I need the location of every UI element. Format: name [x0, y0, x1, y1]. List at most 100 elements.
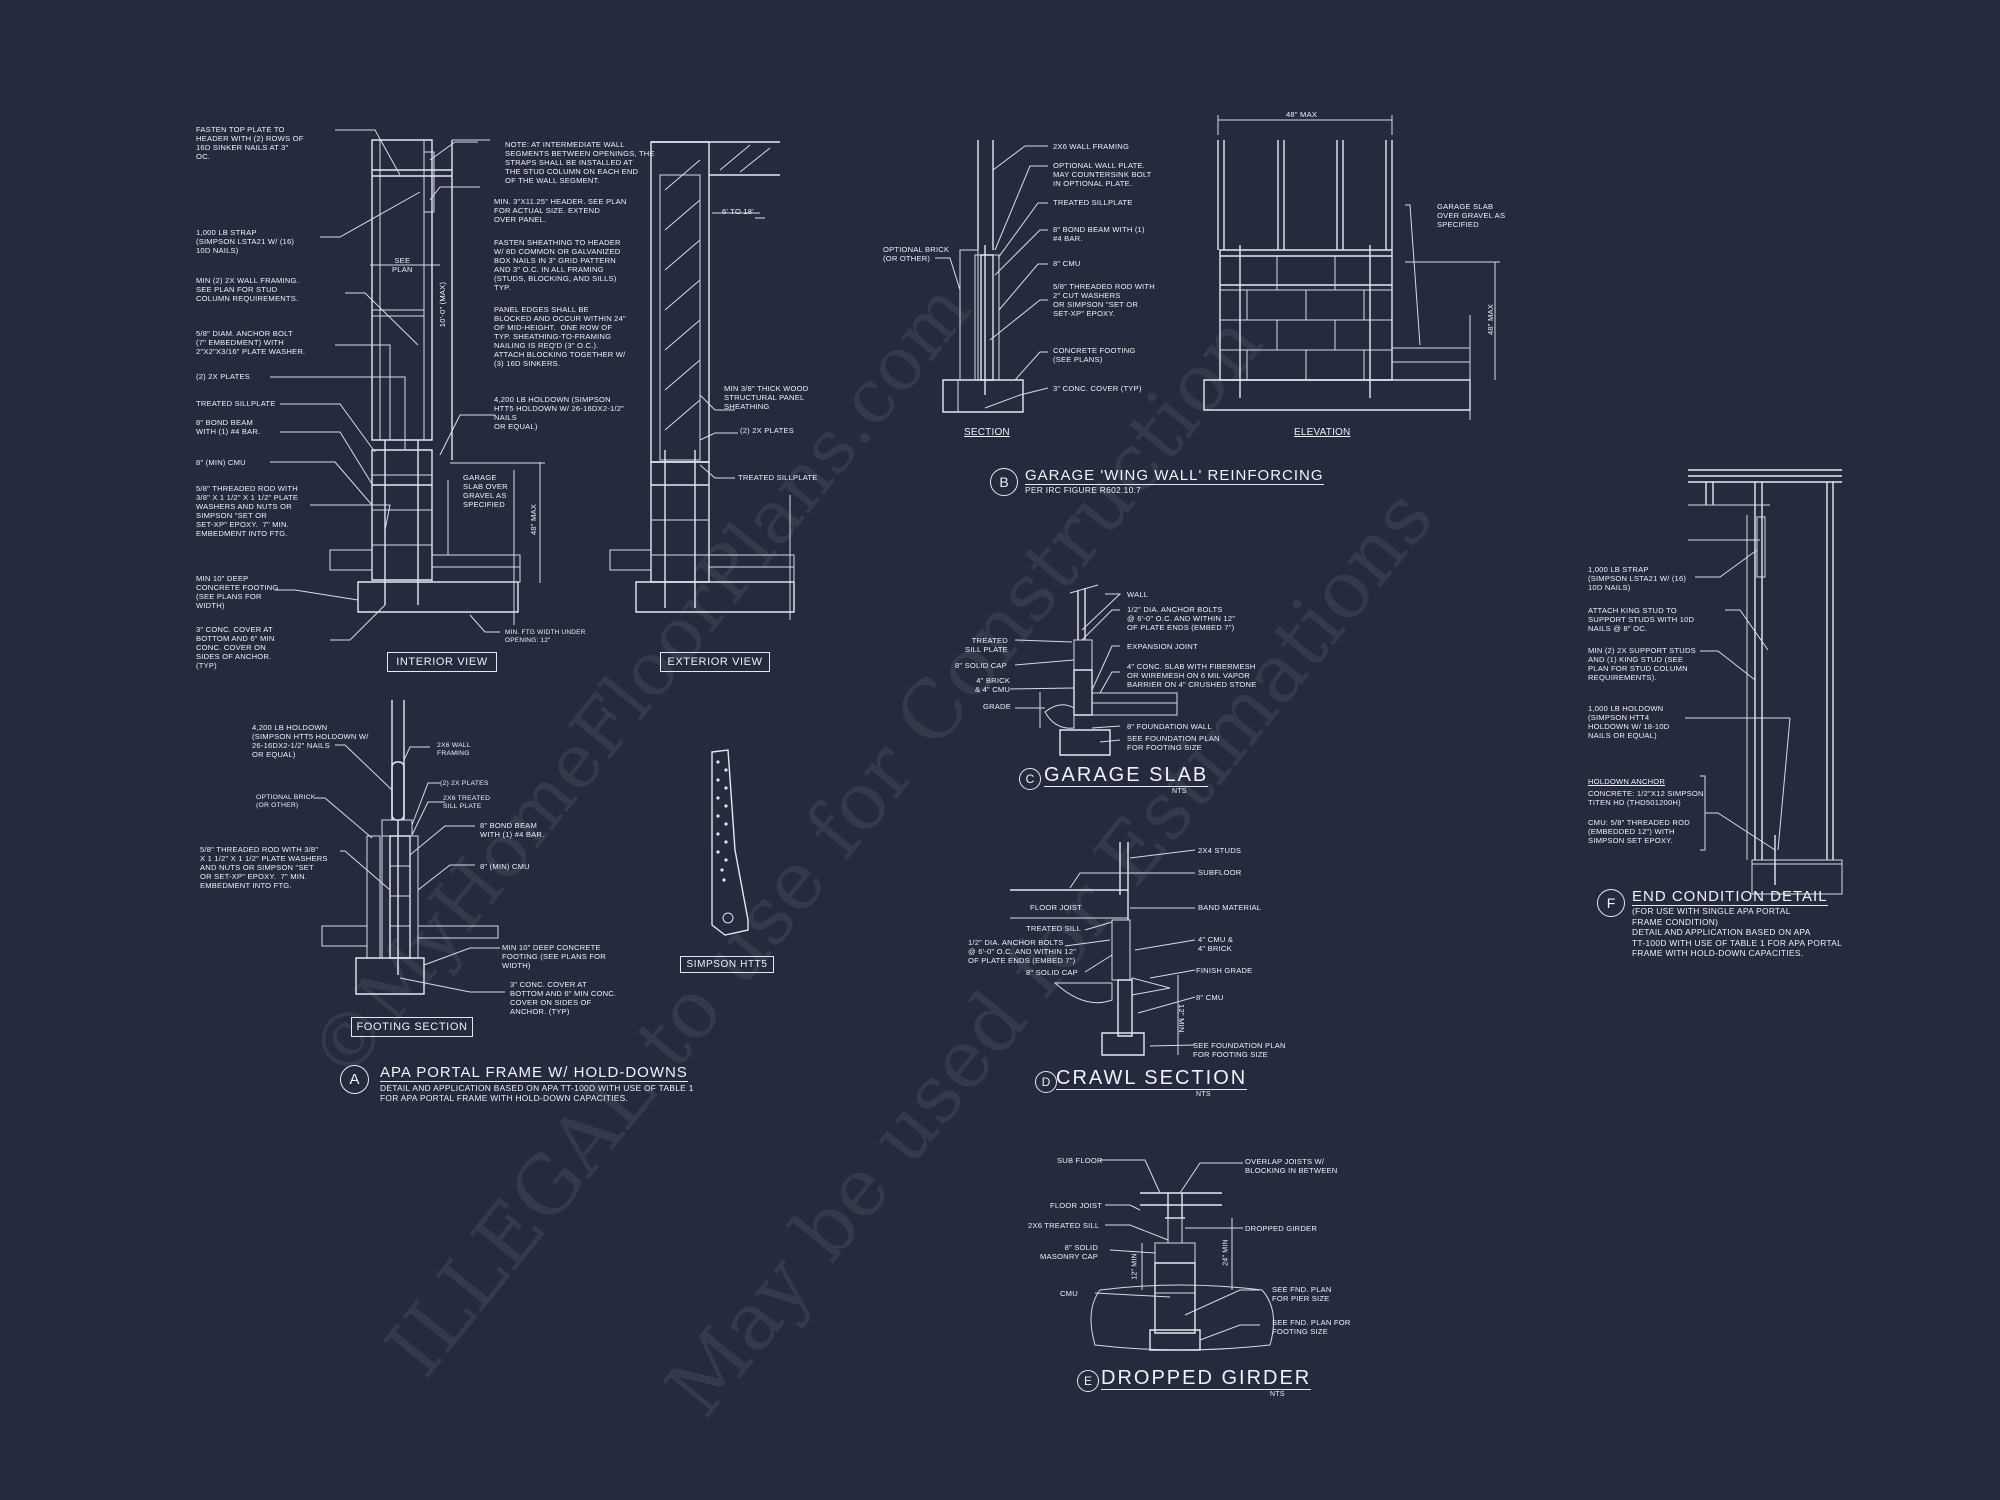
- note-b-cover: 3" CONC. COVER (TYP): [1053, 384, 1142, 393]
- interior-view-drawing: [270, 130, 545, 640]
- detail-f-title: END CONDITION DETAIL: [1632, 888, 1828, 906]
- dimension-10ft-max: 10'-0" (MAX): [438, 281, 448, 328]
- end-condition-drawing: [1685, 470, 1842, 894]
- note-c-grade: GRADE: [983, 702, 1012, 711]
- note-e-cmu: CMU: [1060, 1289, 1078, 1298]
- exterior-view-label: EXTERIOR VIEW: [660, 652, 770, 672]
- note-c-expansion-joint: EXPANSION JOINT: [1127, 642, 1198, 651]
- note-fs-bond-beam: 8" BOND BEAM WITH (1) #4 BAR.: [480, 821, 545, 839]
- note-d-cmu: 8" CMU: [1196, 993, 1224, 1002]
- detail-e-title: DROPPED GIRDER: [1101, 1367, 1312, 1390]
- note-fs-plates: (2) 2x PLATES: [440, 780, 489, 787]
- note-bond-beam: 8" BOND BEAM WITH (1) #4 BAR.: [196, 418, 261, 436]
- detail-c-title: GARAGE SLAB: [1044, 764, 1209, 787]
- note-e-pier: SEE FND. PLAN FOR PIER SIZE: [1272, 1285, 1332, 1303]
- note-header: MIN. 3"x11.25" HEADER. SEE PLAN FOR ACTU…: [494, 197, 627, 224]
- note-d-treated-sill: TREATED SILL: [1026, 924, 1082, 933]
- note-fs-wall-framing: 2x6 WALL FRAMING: [437, 742, 471, 757]
- simpson-htt5-label: SIMPSON HTT5: [680, 956, 774, 973]
- note-b-optional-brick: OPTIONAL BRICK (OR OTHER): [883, 245, 950, 263]
- detail-d-scale: NTS: [1196, 1091, 1211, 1098]
- detail-bubble-b: B: [990, 468, 1018, 496]
- note-e-dropped-girder: DROPPED GIRDER: [1245, 1224, 1317, 1233]
- note-c-footing: SEE FOUNDATION PLAN FOR FOOTING SIZE: [1127, 734, 1220, 752]
- note-b-optional-plate: OPTIONAL WALL PLATE. MAY COUNTERSINK BOL…: [1053, 161, 1152, 188]
- note-fs-threaded-rod: 5/8" THREADED ROD WITH 3/8" x 1 1/2" x 1…: [200, 845, 328, 890]
- detail-bubble-f: F: [1597, 889, 1625, 917]
- dimension-e-12-min: 12" MIN: [1131, 1253, 1139, 1280]
- note-anchor-bolt: 5/8" DIAM. ANCHOR BOLT (7" EMBEDMENT) WI…: [196, 329, 306, 356]
- dimension-6-to-18: 6' TO 18': [722, 207, 754, 216]
- detail-f-subtitle: (FOR USE WITH SINGLE APA PORTAL FRAME CO…: [1632, 906, 1843, 958]
- note-c-anchor-bolts: 1/2" DIA. ANCHOR BOLTS @ 6'-0" O.C. AND …: [1127, 605, 1236, 632]
- note-fs-footing: MIN 10" DEEP CONCRETE FOOTING (SEE PLANS…: [502, 943, 606, 970]
- note-c-foundation-wall: 8" FOUNDATION WALL: [1127, 722, 1212, 731]
- note-f-anchor-cmu: CMU: 5/8" THREADED ROD (EMBEDDED 12") WI…: [1588, 818, 1690, 845]
- note-f-anchor-concrete: CONCRETE: 1/2"x12 SIMPSON TITEN HD (THD5…: [1588, 789, 1704, 807]
- detail-bubble-a: A: [340, 1065, 369, 1094]
- note-f-anchor-title: HOLDOWN ANCHOR: [1588, 777, 1666, 786]
- note-fs-cmu: 8" (MIN) CMU: [480, 862, 530, 871]
- note-min-ftg-width: MIN. FTG WIDTH UNDER OPENING: 12": [505, 629, 586, 644]
- note-c-brick-cmu: 4" BRICK & 4" CMU: [975, 676, 1011, 694]
- note-d-finish-grade: FINISH GRADE: [1196, 966, 1253, 975]
- note-c-wall: WALL: [1127, 590, 1149, 599]
- note-e-overlap: OVERLAP JOISTS W/ BLOCKING IN BETWEEN: [1245, 1157, 1338, 1175]
- note-d-solid-cap: 8" SOLID CAP: [1026, 968, 1078, 977]
- note-b-footing: CONCRETE FOOTING (SEE PLANS): [1053, 346, 1136, 364]
- note-b-threaded-rod: 5/8" THREADED ROD WITH 2" CUT WASHERS OR…: [1053, 282, 1155, 318]
- note-d-floor-joist: FLOOR JOIST: [1030, 903, 1082, 912]
- crawl-section-drawing: [1010, 842, 1195, 1055]
- dimension-b-height: 48" MAX: [1486, 303, 1496, 336]
- detail-e-scale: NTS: [1270, 1391, 1285, 1398]
- note-cmu: 8" (MIN) CMU: [196, 458, 246, 467]
- wing-wall-section-drawing: [935, 140, 1048, 412]
- note-e-footing: SEE FND. PLAN FOR FOOTING SIZE: [1272, 1318, 1351, 1336]
- note-sheathing: MIN 3/8" THICK WOOD STRUCTURAL PANEL SHE…: [724, 384, 809, 411]
- note-d-subfloor: SUBFLOOR: [1198, 868, 1242, 877]
- note-b-garage-slab: GARAGE SLAB OVER GRAVEL AS SPECIFIED: [1437, 202, 1506, 229]
- dimension-48-max: 48" MAX: [529, 503, 539, 536]
- note-ext-sillplate: TREATED SILLPLATE: [738, 473, 818, 482]
- detail-b-title: GARAGE 'WING WALL' REINFORCING: [1025, 467, 1324, 485]
- note-garage-slab: GARAGE SLAB OVER GRAVEL AS SPECIFIED: [463, 473, 508, 509]
- note-d-cmu-brick: 4" CMU & 4" BRICK: [1198, 935, 1234, 953]
- note-c-slab: 4" CONC. SLAB WITH FIBERMESH OR WIREMESH…: [1127, 662, 1257, 689]
- detail-b-subtitle: PER IRC FIGURE R602.10.7: [1025, 485, 1142, 495]
- elevation-label: ELEVATION: [1294, 427, 1351, 438]
- dropped-girder-drawing: [1091, 1160, 1274, 1350]
- footing-section-label: FOOTING SECTION: [351, 1017, 473, 1037]
- dimension-e-24-min: 24" MIN: [1222, 1239, 1230, 1266]
- note-fasten-sheathing: FASTEN SHEATHING TO HEADER W/ 8d COMMON …: [494, 238, 621, 292]
- note-f-support-studs: MIN (2) 2X SUPPORT STUDS AND (1) KING ST…: [1588, 646, 1696, 682]
- note-fs-treated-sill: 2x6 TREATED SILL PLATE: [443, 795, 491, 810]
- note-c-solid-cap: 8" SOLID CAP: [955, 661, 1007, 670]
- dimension-d-min: 12" MIN.: [1176, 1004, 1186, 1035]
- note-fs-optional-brick: OPTIONAL BRICK (OR OTHER): [256, 794, 316, 809]
- note-plates: (2) 2x PLATES: [196, 372, 250, 381]
- note-b-sillplate: TREATED SILLPLATE: [1053, 198, 1133, 207]
- note-d-studs: 2x4 STUDS: [1198, 846, 1242, 855]
- note-see-plan: SEE PLAN: [392, 256, 413, 274]
- section-label: SECTION: [964, 427, 1010, 438]
- interior-view-label: INTERIOR VIEW: [387, 652, 497, 672]
- detail-bubble-c: C: [1019, 768, 1041, 790]
- note-b-cmu: 8" CMU: [1053, 259, 1081, 268]
- dimension-b-width: 48" MAX: [1286, 110, 1318, 119]
- note-f-holdown: 1,000 LB HOLDOWN (SIMPSON HTT4 HOLDOWN W…: [1588, 704, 1670, 740]
- note-ext-plates: (2) 2x PLATES: [740, 426, 794, 435]
- footing-section-drawing: [315, 700, 505, 994]
- garage-slab-drawing: [1010, 585, 1177, 755]
- detail-bubble-e: E: [1077, 1370, 1099, 1392]
- detail-a-subtitle: DETAIL AND APPLICATION BASED ON APA TT-1…: [380, 1083, 694, 1103]
- note-fasten-top-plate: FASTEN TOP PLATE TO HEADER WITH (2) ROWS…: [196, 125, 304, 161]
- note-footing: MIN 10" DEEP CONCRETE FOOTING (SEE PLANS…: [196, 574, 279, 610]
- detail-bubble-d: D: [1035, 1071, 1057, 1093]
- detail-c-scale: NTS: [1172, 788, 1187, 795]
- exterior-view-drawing: [610, 142, 794, 620]
- note-concrete-cover: 3" CONC. COVER AT BOTTOM AND 6" MIN CONC…: [196, 625, 275, 670]
- note-fs-holdown: 4,200 LB HOLDOWN (SIMPSON HTT5 HOLDOWN W…: [252, 723, 369, 759]
- note-f-strap: 1,000 LB STRAP (SIMPSON LSTA21 W/ (16) 1…: [1588, 565, 1687, 592]
